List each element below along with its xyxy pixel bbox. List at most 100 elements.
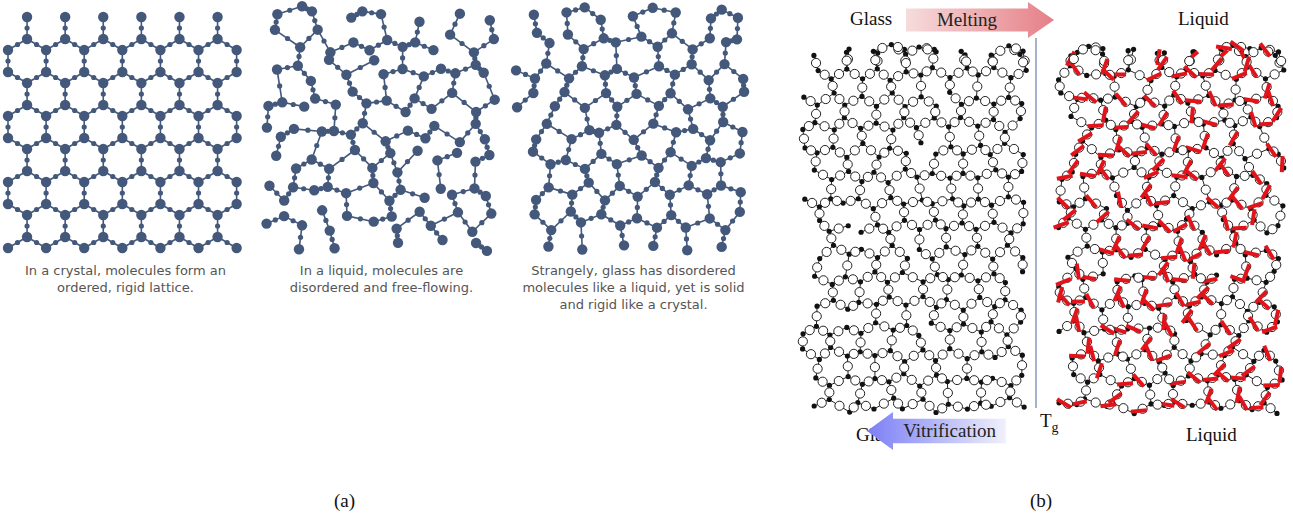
small-atom: [167, 42, 172, 47]
small-atom: [287, 8, 292, 13]
oxygen-atom: [937, 374, 946, 383]
small-atom: [186, 141, 191, 146]
small-atom: [314, 143, 319, 148]
small-atom: [24, 157, 29, 162]
bond-line: [844, 118, 860, 128]
large-atom: [98, 34, 108, 44]
small-atom: [34, 174, 39, 179]
large-atom: [98, 78, 108, 88]
large-atom: [341, 70, 351, 80]
large-atom: [117, 67, 127, 77]
oxygen-atom: [820, 221, 829, 230]
bond-line: [890, 351, 904, 362]
small-atom: [205, 42, 210, 47]
small-atom: [635, 205, 640, 210]
small-atom: [277, 83, 282, 88]
oxygen-atom: [834, 327, 843, 336]
large-atom: [716, 242, 726, 252]
oxygen-atom: [851, 247, 860, 256]
small-atom: [357, 186, 362, 191]
small-atom: [323, 99, 328, 104]
small-atom: [177, 223, 182, 228]
small-atom: [358, 216, 363, 221]
oxygen-atom: [920, 171, 929, 180]
silicon-atom: [1021, 152, 1026, 157]
silicon-atom: [846, 47, 851, 52]
small-atom: [139, 157, 144, 162]
large-atom: [3, 67, 13, 77]
oxygen-atom: [900, 108, 909, 117]
large-atom: [297, 1, 307, 11]
large-atom: [452, 148, 462, 158]
small-atom: [234, 124, 239, 129]
small-atom: [347, 81, 352, 86]
small-atom: [205, 240, 210, 245]
large-atom: [636, 31, 646, 41]
silicon-atom: [965, 356, 970, 361]
large-atom: [155, 111, 165, 121]
small-atom: [225, 42, 230, 47]
small-atom: [196, 58, 201, 63]
small-atom: [15, 42, 20, 47]
small-atom: [139, 223, 144, 228]
small-atom: [91, 207, 96, 212]
large-atom: [580, 103, 590, 113]
oxygen-atom: [993, 144, 1002, 153]
oxygen-atom: [893, 196, 902, 205]
large-atom: [364, 45, 374, 55]
large-atom: [324, 164, 334, 174]
large-atom: [231, 45, 241, 55]
small-atom: [589, 216, 594, 221]
small-atom: [616, 172, 621, 177]
large-atom: [611, 120, 621, 130]
silicon-atom: [846, 169, 851, 174]
small-atom: [723, 50, 728, 55]
small-atom: [15, 108, 20, 113]
bond-line: [847, 143, 863, 157]
oxygen-atom: [982, 169, 991, 178]
large-atom: [193, 243, 203, 253]
silicon-atom: [872, 353, 877, 358]
small-atom: [376, 43, 381, 48]
large-atom: [566, 134, 576, 144]
bond-line: [991, 322, 1007, 335]
oxygen-atom: [894, 95, 903, 104]
oxygen-atom: [866, 146, 875, 155]
silicon-atom: [1008, 75, 1013, 80]
silicon-atom: [1018, 116, 1023, 121]
small-atom: [623, 71, 628, 76]
oxygen-atom: [926, 274, 935, 283]
bond-line: [904, 374, 920, 386]
large-atom: [702, 189, 712, 199]
oxygen-atom: [1011, 195, 1020, 204]
silicon-atom: [975, 278, 980, 283]
large-atom: [306, 76, 316, 86]
large-atom: [380, 136, 390, 146]
silicon-atom: [829, 177, 834, 182]
large-atom: [652, 222, 662, 232]
oxygen-atom: [908, 197, 917, 206]
large-atom: [41, 177, 51, 187]
large-atom: [739, 87, 749, 97]
large-atom: [60, 34, 70, 44]
large-atom: [436, 184, 446, 194]
oxygen-atom: [880, 95, 889, 104]
oxygen-atom: [929, 159, 938, 168]
oxygen-atom: [905, 118, 914, 127]
large-atom: [720, 225, 730, 235]
oxygen-atom: [878, 43, 887, 52]
oxygen-atom: [998, 223, 1007, 232]
bond-line: [1007, 245, 1022, 257]
oxygen-atom: [981, 96, 990, 105]
small-atom: [558, 218, 563, 223]
bond-line: [994, 274, 1005, 283]
large-atom: [98, 166, 108, 176]
large-atom: [469, 47, 479, 57]
oxygen-atom: [806, 146, 815, 155]
small-atom: [357, 95, 362, 100]
oxygen-atom: [901, 58, 910, 67]
small-atom: [391, 160, 396, 165]
bond-line: [878, 245, 893, 257]
oxygen-atom: [951, 246, 960, 255]
oxygen-atom: [876, 173, 885, 182]
